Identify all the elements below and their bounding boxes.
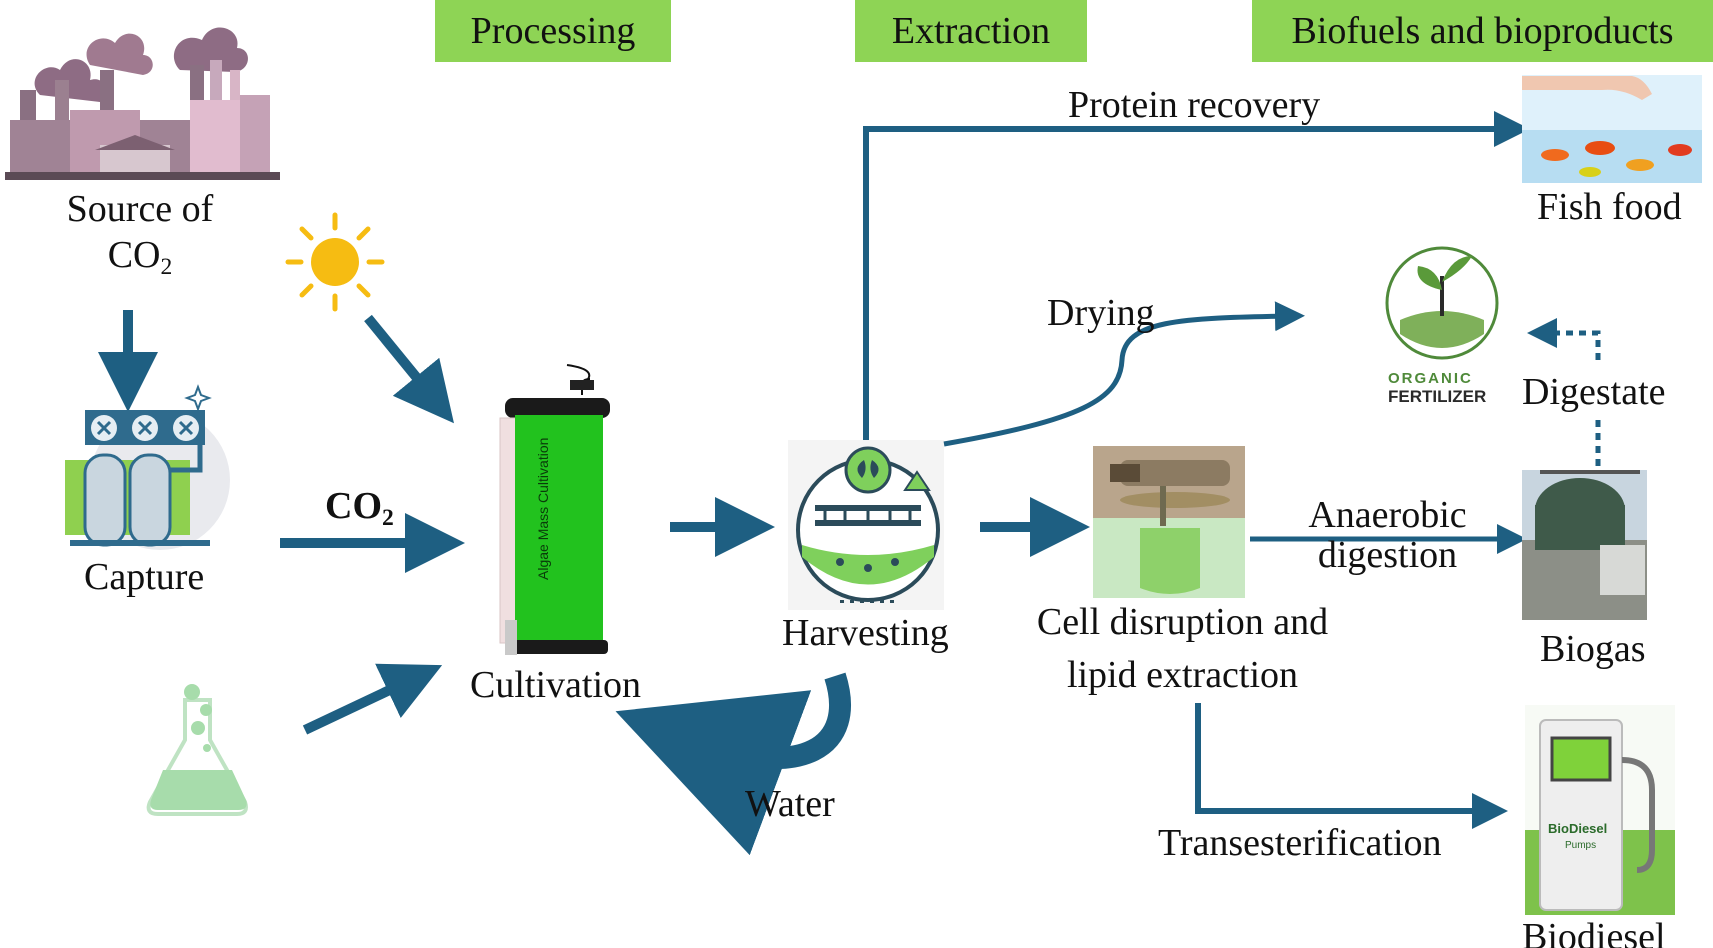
harvesting-label: Harvesting — [782, 612, 949, 654]
protein-recovery-label: Protein recovery — [1068, 84, 1321, 126]
fish-food-photo — [1522, 75, 1702, 183]
svg-text:Algae Mass Cultivation: Algae Mass Cultivation — [535, 438, 551, 580]
co2-arrow-label: CO2 — [325, 485, 394, 532]
sunlight-arrow — [364, 314, 454, 424]
organic-fertilizer-logo — [1385, 246, 1499, 360]
capture-label: Capture — [84, 556, 205, 598]
sun-icon — [285, 212, 385, 312]
digestate-to-fertilizer-dotted — [1527, 318, 1601, 360]
harvesting-icon — [788, 440, 944, 610]
header-biofuels: Biofuels and bioproducts — [1252, 0, 1713, 62]
svg-text:Pumps: Pumps — [1565, 840, 1596, 851]
cultivation-label: Cultivation — [470, 664, 641, 706]
header-extraction: Extraction — [855, 0, 1087, 62]
digestate-label: Digestate — [1522, 371, 1666, 413]
capture-unit-icon — [65, 384, 230, 550]
fish-food-label: Fish food — [1537, 186, 1682, 228]
fertilizer-logo-text-2: FERTILIZER — [1388, 387, 1487, 406]
nutrients-arrow — [302, 663, 443, 735]
drying-arrow — [943, 301, 1305, 447]
extraction-photo — [1093, 446, 1245, 598]
extraction-label: Cell disruption and lipid extraction — [1036, 601, 1329, 696]
drying-label: Drying — [1047, 292, 1155, 334]
photobioreactor-icon: Algae Mass Cultivation — [499, 364, 610, 655]
biodiesel-pump-photo: BioDiesel Pumps — [1525, 705, 1675, 915]
header-processing: Processing — [435, 0, 671, 62]
source-label: Source of CO2 — [66, 188, 214, 281]
svg-text:BioDiesel: BioDiesel — [1548, 821, 1607, 836]
transesterification-label: Transesterification — [1158, 822, 1442, 864]
transesterification-arrow — [1195, 703, 1508, 829]
factory-icon — [5, 27, 280, 180]
water-recycle-arrow — [615, 672, 851, 856]
protein-recovery-arrow — [863, 111, 1530, 440]
biogas-label: Biogas — [1540, 628, 1646, 670]
flask-icon — [146, 684, 248, 816]
water-label: Water — [745, 783, 835, 825]
anaerobic-digestion-label: Anaerobic digestion — [1308, 494, 1467, 576]
fertilizer-logo-text-1: ORGANIC — [1388, 370, 1473, 387]
biodiesel-label: Biodiesel — [1522, 916, 1666, 948]
biogas-plant-photo — [1522, 470, 1647, 620]
